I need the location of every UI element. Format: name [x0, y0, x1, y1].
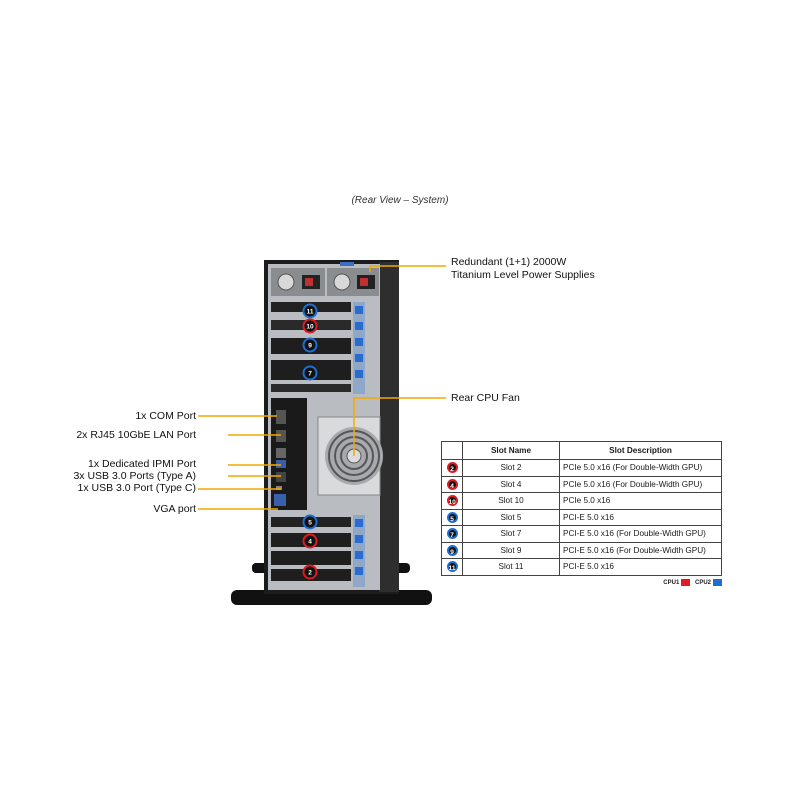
power-supply-bays [271, 268, 379, 296]
usb-a-callout: 3x USB 3.0 Ports (Type A) [73, 470, 196, 482]
slot-description-cell: PCIe 5.0 x16 (For Double-Width GPU) [559, 475, 722, 493]
io-panel [271, 398, 307, 510]
header-number [441, 441, 463, 460]
chassis-badge-label: 4 [308, 538, 312, 545]
vga-port-callout: VGA port [153, 503, 196, 515]
chassis-slot-badges: 11 10 9 7 5 4 2 [302, 303, 318, 580]
slot-table-header: Slot Name Slot Description [441, 441, 722, 460]
legend-cpu1-swatch [681, 579, 691, 586]
chassis-badge-circle [302, 533, 318, 549]
slot-name-cell: Slot 2 [462, 459, 560, 477]
slot-number-badge: 7 [446, 528, 458, 540]
chassis-badge-label: 9 [308, 342, 312, 349]
callout-lines [198, 265, 446, 510]
slot-name-cell: Slot 11 [462, 558, 560, 576]
usb-c-callout: 1x USB 3.0 Port (Type C) [77, 482, 196, 494]
slot-number-badge: 5 [446, 511, 458, 523]
chassis-side-panel [379, 262, 399, 592]
psu-callout-line2: Titanium Level Power Supplies [451, 268, 595, 281]
chassis-badge-label: 11 [307, 308, 314, 315]
com-port-callout: 1x COM Port [135, 410, 196, 422]
figure-caption: (Rear View – System) [351, 195, 449, 206]
slot-description-cell: PCI-E 5.0 x16 [559, 558, 722, 576]
slot-name-cell: Slot 4 [462, 475, 560, 493]
slot-description-cell: PCI-E 5.0 x16 [559, 508, 722, 526]
slot-number-cell: 5 [441, 508, 463, 526]
psu-callout-line1: Redundant (1+1) 2000W [451, 256, 567, 268]
slot-name-cell: Slot 7 [462, 525, 560, 543]
chassis-badge-circle [302, 303, 318, 319]
slot-description-cell: PCI-E 5.0 x16 (For Double-Width GPU) [559, 541, 722, 559]
chassis-badge-circle [302, 564, 318, 580]
slot-number-badge: 11 [446, 561, 458, 573]
chassis-badge-circle [302, 318, 318, 334]
ipmi-port-callout: 1x Dedicated IPMI Port [88, 458, 196, 470]
slot-name-cell: Slot 5 [462, 508, 560, 526]
lower-expansion-slots [271, 515, 365, 587]
slot-number-cell: 4 [441, 475, 463, 493]
slot-description-cell: PCIe 5.0 x16 [559, 492, 722, 510]
slot-number-cell: 2 [441, 459, 463, 477]
slot-name-cell: Slot 9 [462, 541, 560, 559]
header-slot-name: Slot Name [462, 441, 560, 460]
chassis-badge-label: 2 [308, 569, 312, 576]
slot-number-badge: 2 [446, 462, 458, 474]
slot-number-cell: 11 [441, 558, 463, 576]
chassis-badge-label: 7 [308, 370, 312, 377]
rear-fan-callout: Rear CPU Fan [451, 392, 520, 404]
slot-number-badge: 9 [446, 544, 458, 556]
top-vent [340, 262, 354, 266]
psu-callout: Redundant (1+1) 2000W Titanium Level Pow… [451, 256, 595, 281]
chassis-badge-label: 5 [308, 519, 312, 526]
slot-name-cell: Slot 10 [462, 492, 560, 510]
lan-port-callout: 2x RJ45 10GbE LAN Port [76, 429, 196, 441]
rear-cpu-fan [317, 416, 383, 496]
legend-cpu1-label: CPU1 [663, 580, 680, 587]
chassis-badge-circle [302, 514, 318, 530]
slot-number-badge: 10 [446, 495, 458, 507]
header-slot-description: Slot Description [559, 441, 722, 460]
slot-number-cell: 10 [441, 492, 463, 510]
slot-number-cell: 9 [441, 541, 463, 559]
chassis-badge-circle [302, 337, 318, 353]
cpu-legend: CPU1 CPU2 [640, 579, 725, 586]
slot-description-cell: PCI-E 5.0 x16 (For Double-Width GPU) [559, 525, 722, 543]
slot-number-badge: 4 [446, 478, 458, 490]
chassis-badge-label: 10 [306, 323, 314, 330]
slot-number-cell: 7 [441, 525, 463, 543]
legend-cpu2-label: CPU2 [694, 580, 711, 587]
chassis-badge-circle [302, 365, 318, 381]
legend-cpu2-swatch [713, 579, 722, 586]
slot-description-cell: PCIe 5.0 x16 (For Double-Width GPU) [559, 459, 722, 477]
